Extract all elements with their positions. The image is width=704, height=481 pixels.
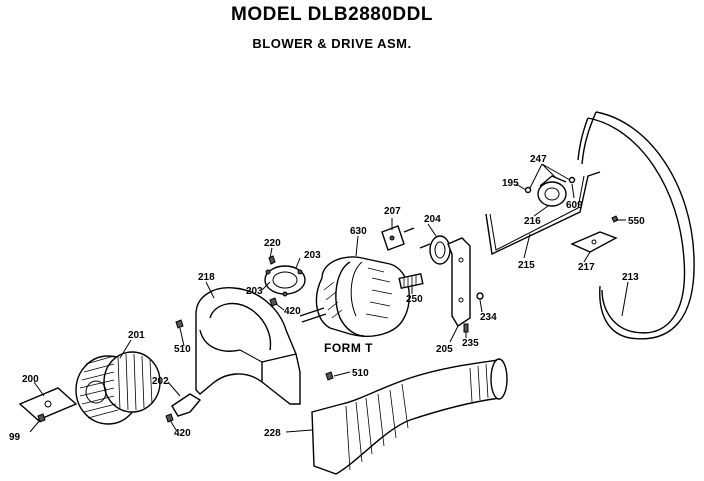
mount-ring-203 <box>264 265 306 297</box>
idler-arm-215 <box>485 171 601 256</box>
label-203-right: 203 <box>304 250 321 261</box>
diagram-subtitle: BLOWER & DRIVE ASM. <box>252 36 412 51</box>
diagram-title: MODEL DLB2880DDL <box>231 4 433 25</box>
label-228: 228 <box>264 428 281 439</box>
label-215: 215 <box>518 260 535 271</box>
screw-550 <box>611 215 619 223</box>
label-200: 200 <box>22 374 39 385</box>
label-250: 250 <box>406 294 423 305</box>
screw-420a <box>165 413 174 423</box>
label-217: 217 <box>578 262 595 273</box>
label-510-center: 510 <box>352 368 369 379</box>
label-203-left: 203 <box>246 286 263 297</box>
exhaust-duct-228 <box>311 358 508 475</box>
label-99: 99 <box>9 432 21 443</box>
label-235: 235 <box>462 338 479 349</box>
label-218: 218 <box>198 272 215 283</box>
form-t-label: FORM T <box>324 341 373 355</box>
label-609: 609 <box>566 200 583 211</box>
label-510-left: 510 <box>174 344 191 355</box>
part-labels: 99 200 201 202 420 510 218 220 203 203 4… <box>9 154 645 443</box>
blower-housing-218 <box>195 287 301 405</box>
label-202: 202 <box>152 376 169 387</box>
mount-bracket-205 <box>447 237 471 327</box>
label-420-lower: 420 <box>174 428 191 439</box>
label-207: 207 <box>384 206 401 217</box>
label-195: 195 <box>502 178 519 189</box>
screw-234 <box>476 292 484 300</box>
label-201: 201 <box>128 330 145 341</box>
label-204: 204 <box>424 214 441 225</box>
switch-207 <box>381 225 415 251</box>
label-630: 630 <box>350 226 367 237</box>
label-216: 216 <box>524 216 541 227</box>
idler-pulley-216 <box>524 175 576 207</box>
drive-belt-213 <box>577 111 695 340</box>
bracket-202 <box>171 393 202 417</box>
plate-200 <box>18 387 78 421</box>
label-420-upper: 420 <box>284 306 301 317</box>
pulley-204 <box>419 235 451 265</box>
screw-510a <box>175 319 184 329</box>
label-220: 220 <box>264 238 281 249</box>
blower-wheel-201 <box>75 351 161 425</box>
screw-420b <box>269 297 278 307</box>
screw-510b <box>325 371 334 381</box>
motor-630 <box>299 256 424 337</box>
leader-lines <box>29 163 629 433</box>
screw-235 <box>463 323 469 333</box>
label-205: 205 <box>436 344 453 355</box>
bracket-217 <box>570 231 618 253</box>
label-213: 213 <box>622 272 639 283</box>
label-550: 550 <box>628 216 645 227</box>
label-247: 247 <box>530 154 547 165</box>
label-234: 234 <box>480 312 497 323</box>
